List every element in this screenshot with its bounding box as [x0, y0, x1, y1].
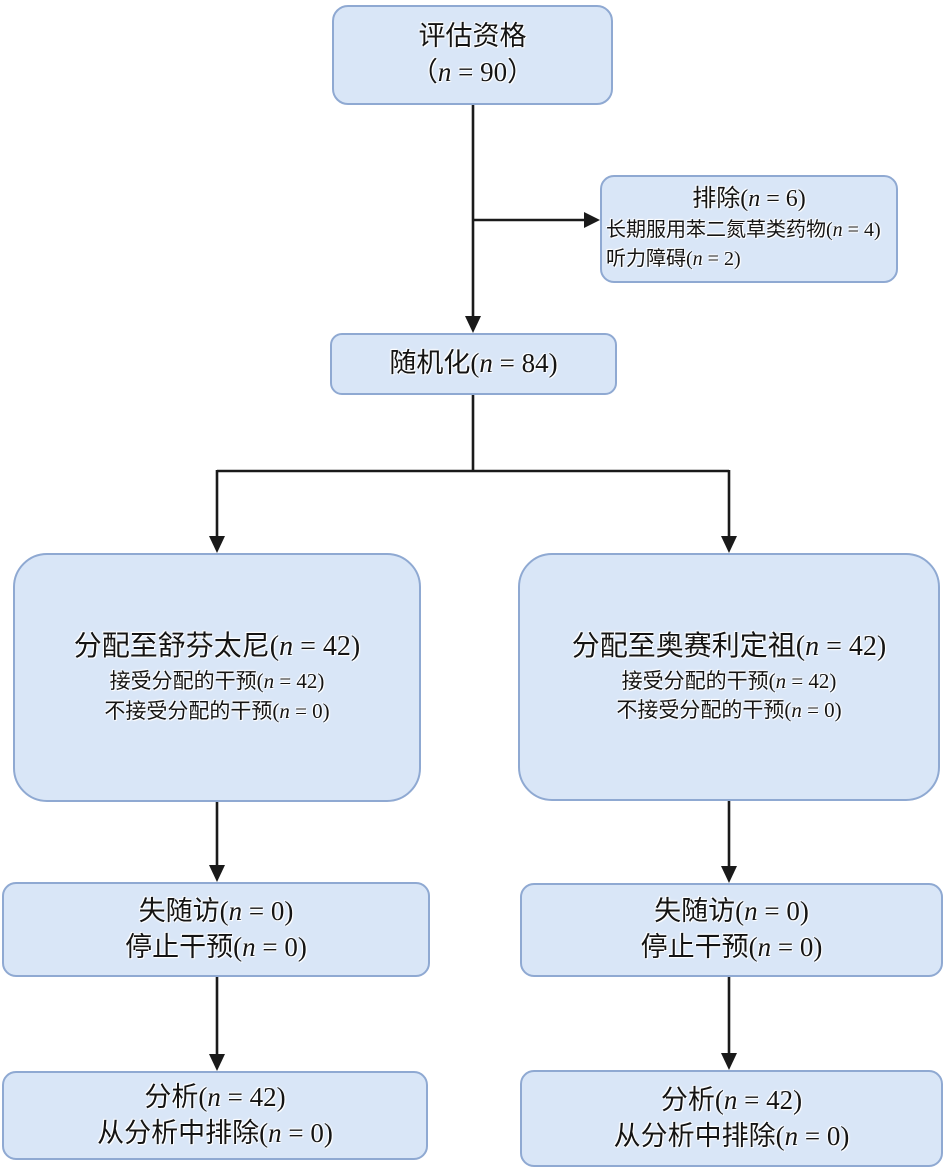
node-followup-left: 失随访(n = 0) 停止干预(n = 0)	[2, 882, 430, 977]
node-randomized: 随机化(n = 84)	[330, 333, 617, 395]
node-allocation-oliceridine-title: 分配至奥赛利定祖(n = 42)	[571, 630, 887, 662]
node-allocation-sufentanil-line-1: 接受分配的干预(n = 42)	[109, 669, 325, 694]
node-analysis-right: 分析(n = 42) 从分析中排除(n = 0)	[520, 1070, 943, 1167]
node-analysis-left-line-2: 从分析中排除(n = 0)	[97, 1117, 333, 1148]
node-allocation-oliceridine-line-2: 不接受分配的干预(n = 0)	[616, 698, 842, 723]
node-followup-right-line-2: 停止干预(n = 0)	[640, 932, 823, 962]
node-analysis-right-line-1: 分析(n = 42)	[660, 1084, 803, 1115]
node-excluded: 排除(n = 6) 长期服用苯二氮草类药物(n = 4) 听力障碍(n = 2)	[600, 175, 898, 283]
node-allocation-sufentanil-line-2: 不接受分配的干预(n = 0)	[104, 698, 330, 723]
node-followup-right: 失随访(n = 0) 停止干预(n = 0)	[520, 883, 943, 977]
node-followup-right-line-1: 失随访(n = 0)	[654, 896, 809, 927]
node-excluded-reason-1: 长期服用苯二氮草类药物(n = 4)	[606, 218, 881, 241]
node-followup-left-line-2: 停止干预(n = 0)	[125, 931, 307, 962]
node-allocation-oliceridine: 分配至奥赛利定祖(n = 42) 接受分配的干预(n = 42) 不接受分配的干…	[518, 553, 940, 801]
node-excluded-reason-2: 听力障碍(n = 2)	[606, 247, 741, 270]
node-eligibility-count: （n = 90）	[410, 57, 535, 87]
node-analysis-left: 分析(n = 42) 从分析中排除(n = 0)	[2, 1071, 428, 1160]
node-allocation-sufentanil-title: 分配至舒芬太尼(n = 42)	[73, 631, 361, 663]
node-excluded-title: 排除(n = 6)	[692, 186, 806, 213]
node-followup-left-line-1: 失随访(n = 0)	[138, 895, 294, 926]
node-analysis-right-line-2: 从分析中排除(n = 0)	[613, 1120, 850, 1151]
node-allocation-oliceridine-line-1: 接受分配的干预(n = 42)	[621, 668, 837, 693]
node-eligibility-line1: 评估资格	[418, 21, 527, 52]
node-allocation-sufentanil: 分配至舒芬太尼(n = 42) 接受分配的干预(n = 42) 不接受分配的干预…	[13, 553, 421, 802]
node-randomized-label: 随机化(n = 84)	[389, 348, 558, 379]
node-eligibility: 评估资格 （n = 90）	[332, 5, 613, 105]
node-analysis-left-line-1: 分析(n = 42)	[144, 1081, 286, 1112]
